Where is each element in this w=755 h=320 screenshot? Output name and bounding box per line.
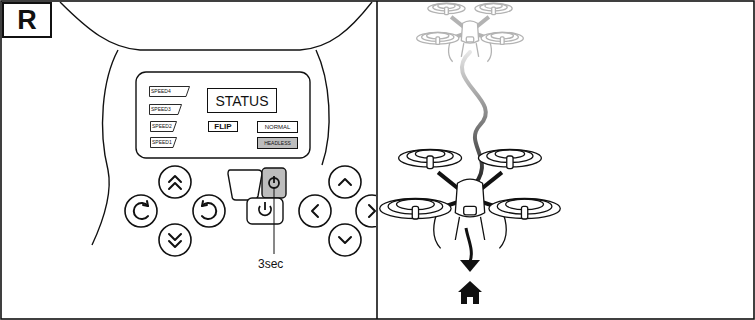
indicator-label: SPEED2 bbox=[152, 124, 172, 129]
hold-time-label: 3sec bbox=[258, 258, 283, 270]
power-button bbox=[247, 198, 283, 224]
indicator-label: SPEED4 bbox=[151, 89, 171, 94]
indicator-label: FLIP bbox=[214, 123, 231, 131]
indicator-label: SPEED1 bbox=[152, 140, 172, 145]
status-screen bbox=[136, 72, 310, 158]
down-arrow bbox=[466, 228, 471, 262]
status-indicator: SPEED3 bbox=[149, 104, 182, 115]
controller-grip bbox=[316, 50, 329, 165]
status-indicator: NORMAL bbox=[257, 121, 298, 133]
step-letter: R bbox=[17, 7, 37, 34]
indicator-label: NORMAL bbox=[265, 124, 291, 130]
indicator-label: STATUS bbox=[215, 94, 268, 108]
drone-illustration bbox=[380, 3, 561, 248]
return-path bbox=[462, 52, 486, 190]
step-letter-box: R bbox=[2, 2, 52, 38]
leader-line bbox=[274, 188, 275, 254]
drone bbox=[417, 3, 524, 62]
indicator-label: HEADLESS bbox=[264, 141, 291, 146]
divider bbox=[376, 1, 378, 319]
controller-grip bbox=[92, 50, 118, 245]
arrow-head bbox=[460, 260, 480, 272]
home-icon bbox=[458, 281, 482, 304]
drone bbox=[380, 149, 561, 248]
indicator-label: SPEED3 bbox=[151, 107, 171, 112]
status-indicator: FLIP bbox=[208, 121, 238, 132]
status-indicator: STATUS bbox=[207, 88, 277, 113]
status-indicator: HEADLESS bbox=[257, 137, 298, 149]
controller bbox=[60, 2, 376, 256]
controller-body bbox=[60, 2, 372, 50]
status-indicator: SPEED1 bbox=[150, 137, 177, 148]
blank-button bbox=[228, 170, 262, 200]
status-indicator: SPEED4 bbox=[149, 86, 190, 97]
status-indicator: SPEED2 bbox=[150, 121, 177, 132]
